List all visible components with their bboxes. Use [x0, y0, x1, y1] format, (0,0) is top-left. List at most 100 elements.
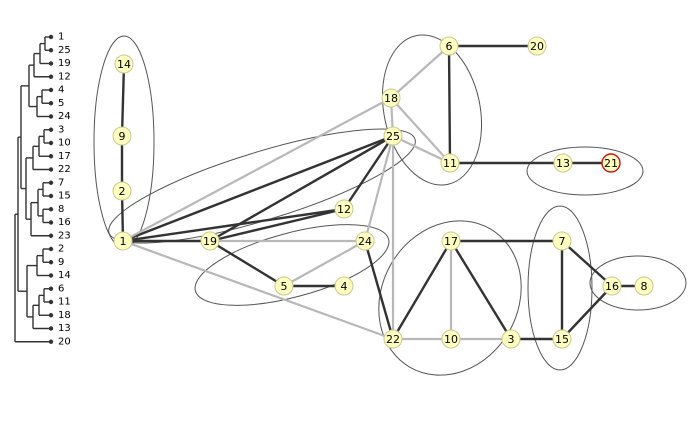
node-18[interactable]: 18: [381, 88, 401, 108]
node-label: 13: [556, 157, 570, 170]
dendrogram-leaf-label: 1: [58, 32, 64, 43]
node-label: 7: [559, 235, 566, 248]
dendrogram-leaf-label: 19: [58, 58, 71, 69]
dendrogram-leaf-12: 12: [48, 71, 71, 82]
node-24[interactable]: 24: [355, 231, 375, 251]
dendrogram-leaf-3: 3: [48, 124, 64, 135]
dendrogram-leaf-label: 13: [58, 323, 71, 334]
node-circle: [334, 199, 354, 219]
dendrogram-leaf-label: 9: [58, 257, 64, 268]
node-circle: [200, 231, 220, 251]
dendrogram-leaf-label: 3: [58, 124, 64, 135]
node-14[interactable]: 14: [114, 54, 134, 74]
cluster-7-15: [527, 205, 593, 371]
edge-24-5: [283, 240, 366, 287]
node-label: 5: [281, 280, 288, 293]
node-circle: [274, 276, 294, 296]
node-20[interactable]: 20: [527, 36, 547, 56]
dendrogram-leaf-19: 19: [48, 58, 71, 69]
node-label: 6: [446, 40, 453, 53]
edge-25-11: [392, 135, 451, 164]
node-circle: [441, 231, 461, 251]
edge-18-11: [390, 97, 451, 164]
edge-17-22: [391, 240, 453, 340]
node-10[interactable]: 10: [441, 329, 461, 349]
node-label: 20: [530, 40, 544, 53]
dendrogram-leaf-label: 4: [58, 85, 64, 96]
dendrogram-leaf-17: 17: [48, 151, 71, 162]
node-25[interactable]: 25: [383, 126, 403, 146]
node-label: 9: [119, 130, 126, 143]
node-circle: [439, 36, 459, 56]
node-label: 1: [120, 235, 127, 248]
node-label: 21: [604, 157, 618, 170]
node-7[interactable]: 7: [552, 231, 572, 251]
dendrogram-leaf-1: 1: [48, 32, 64, 43]
edge-18-6: [390, 45, 450, 99]
edge-19-5: [209, 239, 285, 288]
edge-14-9: [120, 63, 126, 137]
node-19[interactable]: 19: [200, 231, 220, 251]
cluster-6-18-11: [381, 34, 483, 186]
node-circle: [114, 54, 134, 74]
node-circle: [501, 329, 521, 349]
dendrogram-leaf-15: 15: [48, 191, 71, 202]
dendrogram-leaf-25: 25: [48, 45, 71, 56]
dendrogram-leaf-label: 7: [58, 177, 64, 188]
dendrogram-leaf-label: 18: [58, 310, 71, 321]
node-label: 15: [555, 333, 569, 346]
edge-24-25: [363, 135, 395, 242]
dendrogram-leaf-14: 14: [48, 270, 71, 281]
edge-15-16: [561, 285, 613, 340]
node-circle: [552, 329, 572, 349]
node-6[interactable]: 6: [439, 36, 459, 56]
node-label: 12: [337, 203, 351, 216]
dendrogram-leaf-label: 25: [58, 45, 71, 56]
edge-6-11: [447, 45, 452, 164]
node-3[interactable]: 3: [501, 329, 521, 349]
cluster-outlines: [93, 34, 687, 376]
node-circle: [527, 36, 547, 56]
node-13[interactable]: 13: [553, 153, 573, 173]
node-11[interactable]: 11: [440, 153, 460, 173]
node-label: 18: [384, 92, 398, 105]
dendrogram-leaf-16: 16: [48, 217, 71, 228]
dendrogram-leaf-11: 11: [48, 297, 71, 308]
edge-1-12: [122, 207, 345, 243]
node-15[interactable]: 15: [552, 329, 572, 349]
edge-24-22: [363, 240, 395, 340]
node-21[interactable]: 21: [601, 153, 621, 173]
node-label: 16: [605, 280, 619, 293]
node-9[interactable]: 9: [112, 126, 132, 146]
dendrogram-leaf-18: 18: [48, 310, 71, 321]
dendrogram-leaf-label: 10: [58, 138, 71, 149]
edge-7-16: [561, 240, 613, 287]
node-circle: [601, 153, 621, 173]
dendrogram-leaf-label: 12: [58, 71, 71, 82]
node-4[interactable]: 4: [334, 276, 354, 296]
node-1[interactable]: 1: [113, 231, 133, 251]
node-17[interactable]: 17: [441, 231, 461, 251]
dendrogram-leaf-20: 20: [48, 336, 71, 347]
node-circle: [381, 88, 401, 108]
node-8[interactable]: 8: [634, 276, 654, 296]
node-12[interactable]: 12: [334, 199, 354, 219]
dendrogram-leaf-label: 8: [58, 204, 64, 215]
edge-19-12: [209, 207, 345, 243]
dendrogram-leaf-6: 6: [48, 283, 64, 294]
dendrogram-leaf-label: 5: [58, 98, 64, 109]
dendrogram-leaf-4: 4: [48, 85, 64, 96]
node-2[interactable]: 2: [112, 181, 132, 201]
node-label: 14: [117, 58, 131, 71]
dendrogram-leaf-label: 11: [58, 297, 71, 308]
node-circle: [112, 126, 132, 146]
node-22[interactable]: 22: [383, 329, 403, 349]
node-circle: [383, 126, 403, 146]
node-label: 3: [508, 333, 515, 346]
node-16[interactable]: 16: [602, 276, 622, 296]
node-5[interactable]: 5: [274, 276, 294, 296]
dendrogram-leaf-5: 5: [48, 98, 64, 109]
node-circle: [112, 181, 132, 201]
